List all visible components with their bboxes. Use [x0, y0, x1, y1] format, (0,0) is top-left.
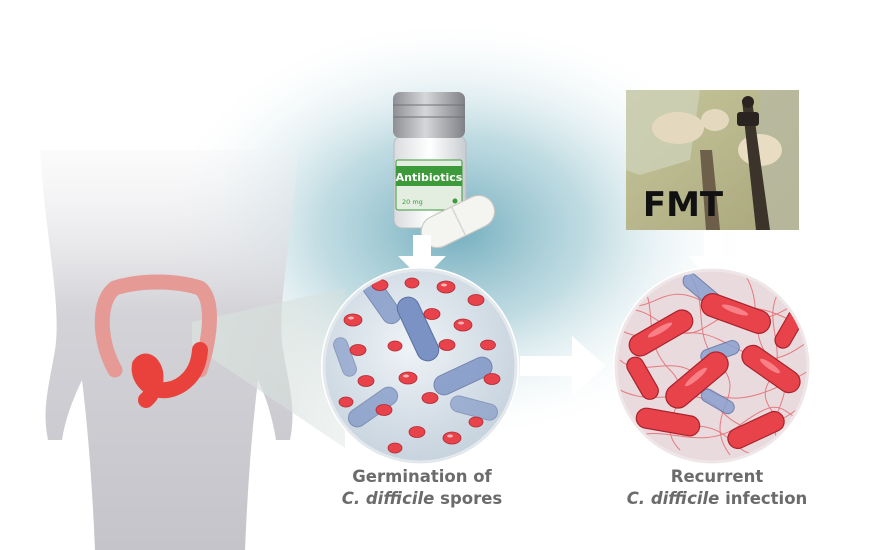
arrow-down-icon — [398, 235, 446, 280]
magnification-cone — [192, 288, 345, 448]
bottle-dose: 20 mg — [402, 198, 423, 206]
caption-recurrent-species: C. difficile — [626, 489, 720, 508]
colon-icon — [94, 274, 217, 408]
human-body-silhouette-icon — [40, 150, 298, 550]
arrow-right-icon — [520, 336, 606, 396]
caption-recurrent-line1: Recurrent — [670, 467, 764, 486]
spores-magnified-icon — [321, 267, 519, 465]
caption-recurrent-suffix: infection — [725, 489, 808, 508]
caption-germination-species: C. difficile — [341, 489, 435, 508]
caption-germination-suffix: spores — [440, 489, 503, 508]
caption-germination-line1: Germination of — [352, 467, 492, 486]
caption-germination: Germination of C. difficile spores — [322, 466, 522, 510]
antibiotic-bottle-icon: Antibiotics 20 mg — [393, 92, 467, 229]
caption-recurrent: Recurrent C. difficile infection — [612, 466, 822, 510]
fmt-procedure-photo-icon: FMT — [626, 90, 799, 230]
bottle-label: Antibiotics — [396, 171, 463, 184]
fmt-label: FMT — [643, 185, 724, 225]
infection-magnified-icon — [613, 267, 811, 465]
